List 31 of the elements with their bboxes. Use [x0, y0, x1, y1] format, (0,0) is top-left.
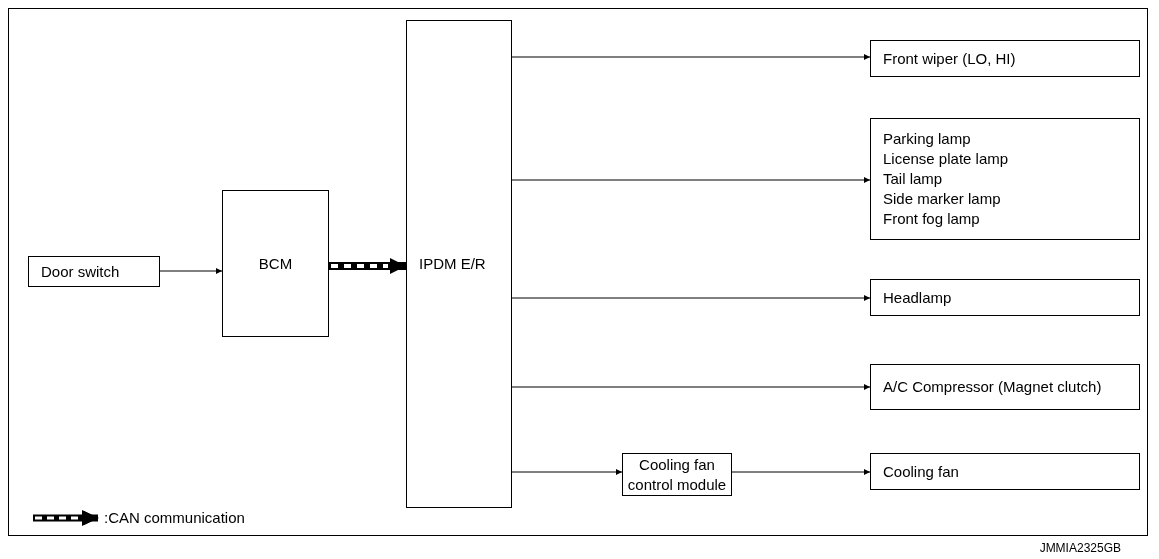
legend-label: :CAN communication	[104, 509, 245, 526]
can-arrow	[329, 258, 406, 274]
block-label: Front fog lamp	[883, 209, 980, 229]
arrow	[511, 469, 623, 475]
arrow	[511, 177, 871, 183]
block-label: Tail lamp	[883, 169, 943, 189]
block-label: Cooling fan	[883, 461, 959, 482]
block-label: License plate lamp	[883, 149, 1009, 169]
arrow	[159, 268, 223, 274]
block-box	[870, 40, 1140, 77]
block-label: A/C Compressor (Magnet clutch)	[883, 377, 1102, 397]
block-box	[28, 256, 160, 287]
block-label: Parking lamp	[883, 129, 971, 149]
block-box	[870, 364, 1140, 410]
block-box	[222, 190, 329, 337]
block-label: BCM	[258, 253, 293, 274]
block-label: IPDM E/R	[419, 254, 486, 274]
block-label: Front wiper (LO, HI)	[883, 48, 1016, 69]
figure-code: JMMIA2325GB	[1039, 541, 1121, 555]
arrow	[511, 295, 871, 301]
block-box	[870, 118, 1140, 240]
block-box	[406, 20, 512, 508]
block-label: Side marker lamp	[883, 189, 1001, 209]
arrow	[731, 469, 871, 475]
block-box	[870, 453, 1140, 490]
block-label: Cooling fan control module	[626, 454, 728, 495]
arrow	[511, 384, 871, 390]
block-box	[870, 279, 1140, 316]
block-label: Headlamp	[883, 287, 952, 308]
block-label: Door switch	[41, 261, 120, 282]
arrow	[511, 54, 871, 60]
